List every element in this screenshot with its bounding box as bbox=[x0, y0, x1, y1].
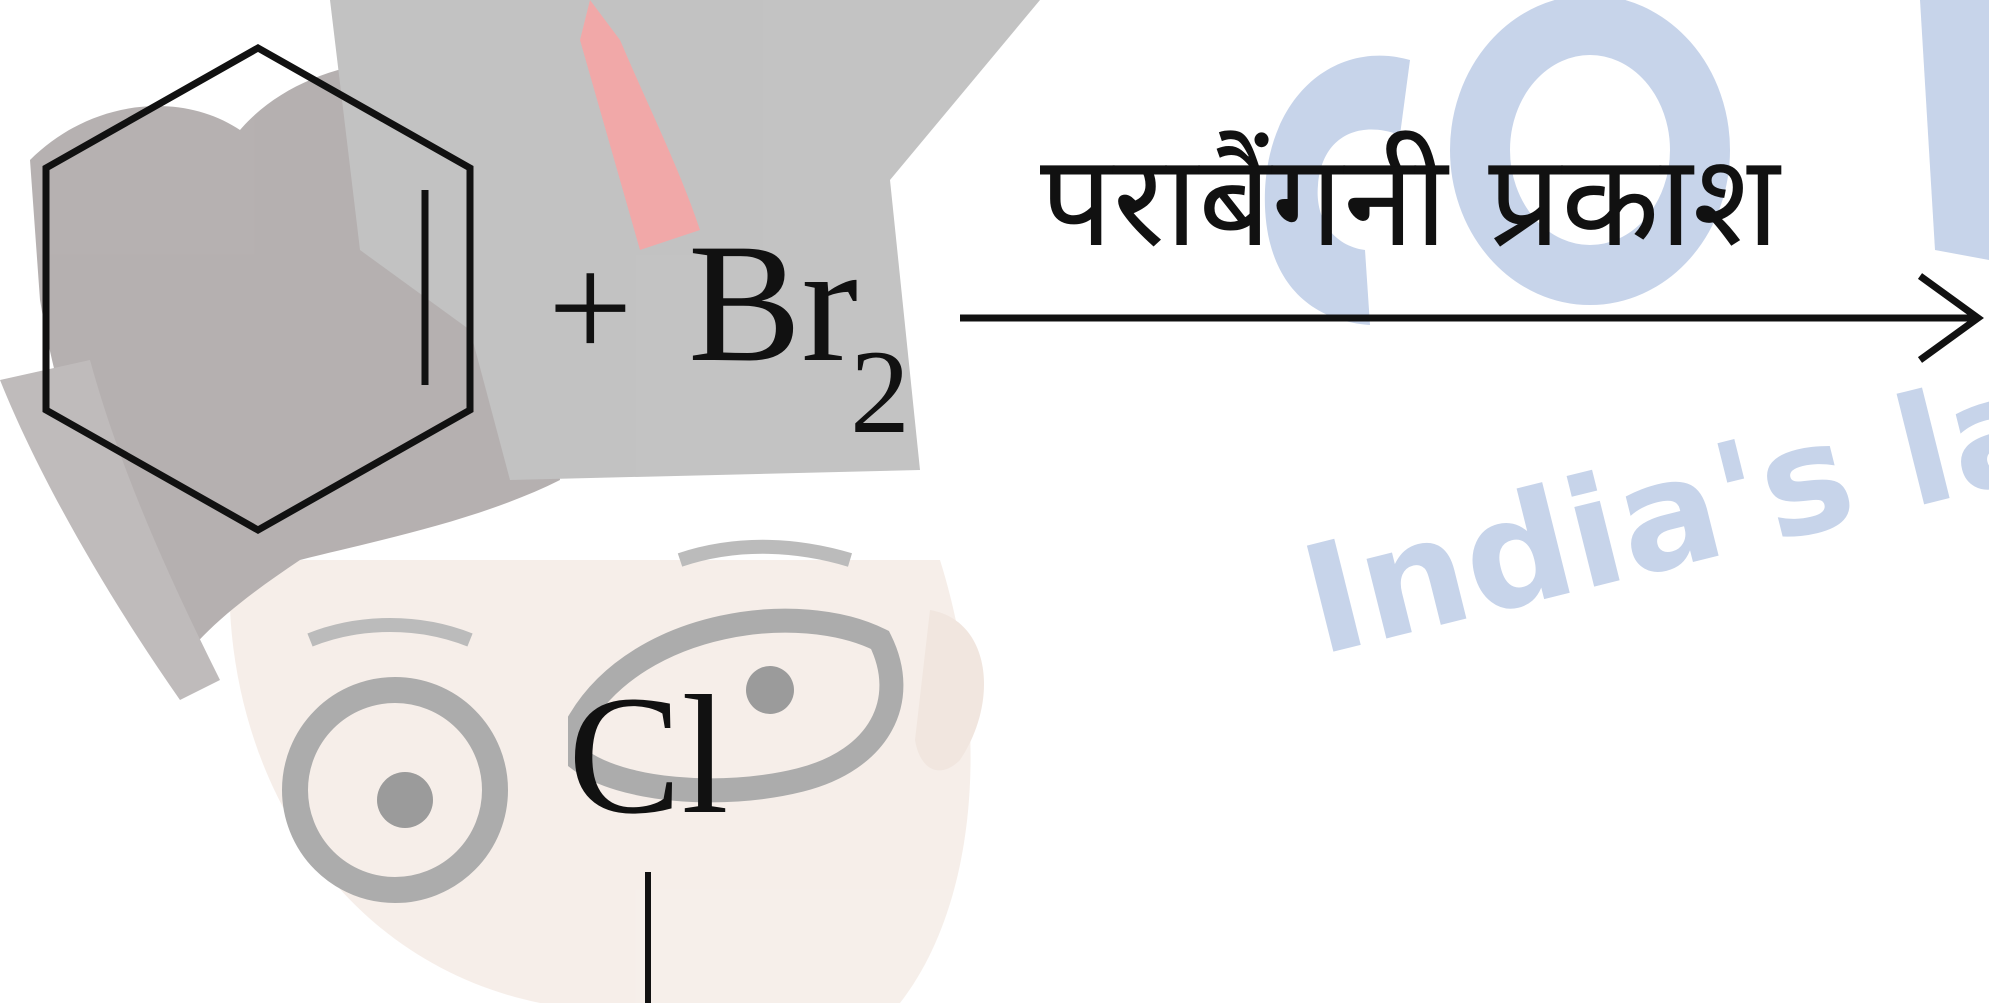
mascot-brow-right bbox=[677, 539, 853, 567]
plus-sign: + bbox=[548, 225, 633, 391]
mascot-ear bbox=[915, 610, 984, 771]
watermark-brand: India's la bbox=[1264, 0, 1989, 690]
cyclohexene-ring bbox=[42, 43, 474, 535]
substituent-label: Cl bbox=[568, 661, 729, 849]
watermark-letter-c bbox=[1264, 55, 1410, 325]
mascot-eye-right bbox=[746, 666, 794, 714]
watermark-letter-fragment bbox=[1920, 0, 1989, 260]
mascot-eye-left bbox=[377, 772, 433, 828]
mascot-tassel bbox=[580, 0, 700, 250]
reaction-condition: पराबैंगनी प्रकाश bbox=[1040, 127, 1782, 276]
cyclohexene-structure bbox=[42, 43, 474, 535]
mascot-hair-side bbox=[0, 360, 220, 700]
reaction-arrow-head bbox=[1917, 273, 1984, 363]
watermark-letter-o bbox=[1450, 0, 1730, 305]
reagent-symbol: Br bbox=[688, 209, 858, 397]
reagent-subscript: 2 bbox=[850, 325, 910, 458]
mascot-glasses-left bbox=[282, 677, 508, 903]
mascot-cap bbox=[330, 0, 1040, 480]
reaction-arrow bbox=[960, 273, 1984, 363]
mascot-brow-left bbox=[307, 618, 473, 647]
mascot-glasses-right bbox=[568, 608, 904, 803]
watermark-tagline: India's la bbox=[1287, 337, 1989, 690]
watermark-mascot bbox=[0, 0, 1040, 1003]
